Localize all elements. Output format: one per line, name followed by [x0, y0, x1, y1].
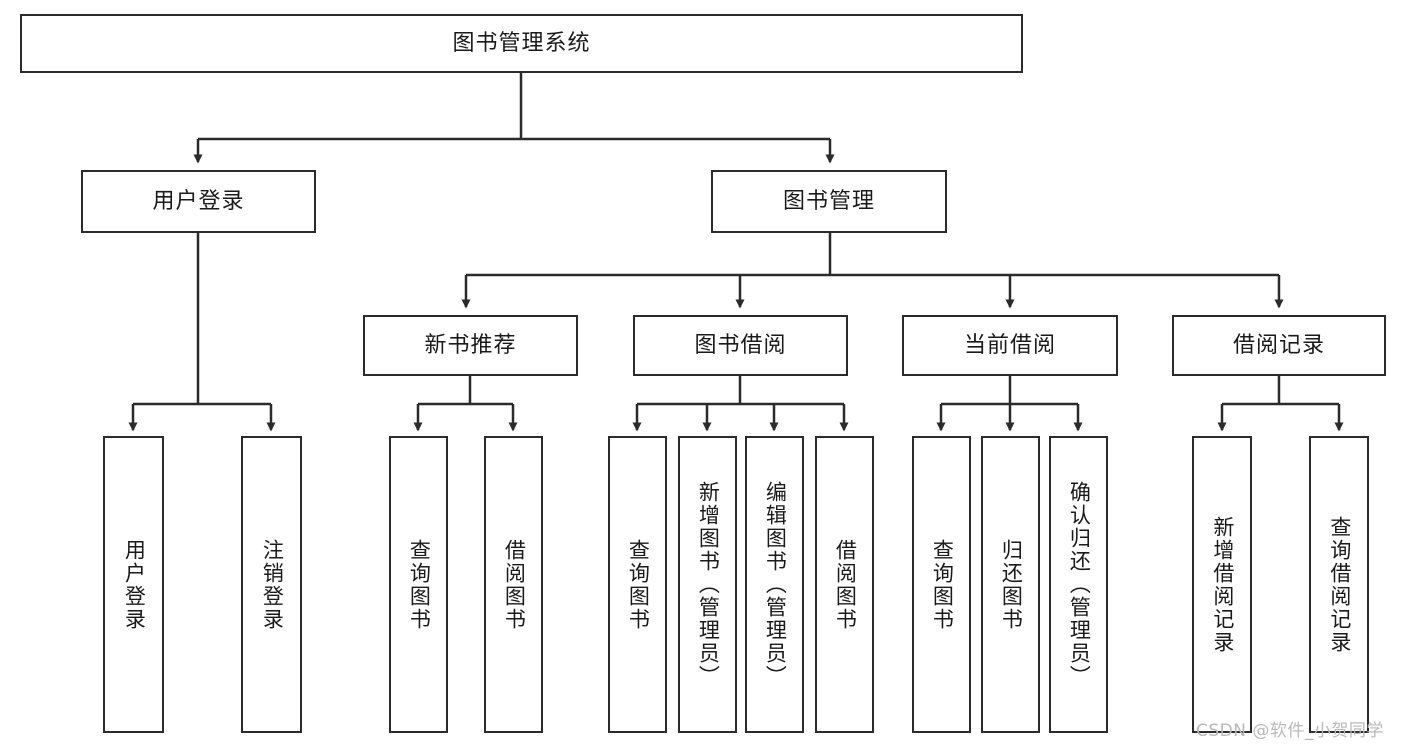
edge-root-to-level2	[193, 73, 835, 164]
node-current-borrow[interactable]: 当前借阅	[902, 315, 1118, 376]
node-label: 归还图书	[999, 538, 1024, 631]
node-label: 编辑图书（管理员）	[763, 481, 788, 688]
edge-bookborrow-to-leaves	[632, 376, 849, 432]
node-label: 确认归还（管理员）	[1067, 481, 1092, 688]
node-label: 用户登录	[152, 188, 245, 214]
node-borrow-record[interactable]: 借阅记录	[1172, 315, 1386, 376]
node-leaf-query-book-3[interactable]: 查询图书	[912, 436, 971, 733]
node-label: 图书管理系统	[452, 30, 591, 56]
node-label: 注销登录	[260, 538, 285, 631]
node-leaf-borrow-book-1[interactable]: 借阅图书	[484, 436, 543, 733]
node-label: 借阅记录	[1232, 332, 1325, 358]
edge-newbook-to-leaves	[413, 376, 518, 432]
edge-bookmgmt-to-level3	[461, 233, 1284, 309]
node-leaf-logout[interactable]: 注销登录	[241, 436, 302, 733]
node-leaf-query-book-1[interactable]: 查询图书	[389, 436, 448, 733]
node-label: 当前借阅	[963, 332, 1056, 358]
node-book-borrow[interactable]: 图书借阅	[633, 315, 848, 376]
node-label: 查询借阅记录	[1327, 515, 1352, 654]
node-book-management[interactable]: 图书管理	[711, 170, 947, 233]
edge-userlogin-to-leaves	[128, 233, 276, 432]
node-label: 借阅图书	[833, 538, 858, 631]
node-leaf-user-login[interactable]: 用户登录	[103, 436, 164, 733]
node-leaf-query-record[interactable]: 查询借阅记录	[1309, 436, 1369, 733]
node-label: 新书推荐	[424, 332, 517, 358]
node-leaf-add-record[interactable]: 新增借阅记录	[1192, 436, 1252, 733]
node-leaf-edit-book[interactable]: 编辑图书（管理员）	[745, 436, 804, 733]
node-label: 图书借阅	[694, 332, 787, 358]
edge-currentborrow-to-leaves	[936, 376, 1083, 432]
edge-borrowrecord-to-leaves	[1217, 376, 1344, 432]
node-label: 用户登录	[122, 538, 147, 631]
node-label: 借阅图书	[502, 538, 527, 631]
node-book-management-system[interactable]: 图书管理系统	[20, 14, 1023, 73]
node-label: 查询图书	[930, 538, 955, 631]
node-new-book-recommend[interactable]: 新书推荐	[363, 315, 578, 376]
node-leaf-confirm-return[interactable]: 确认归还（管理员）	[1049, 436, 1108, 733]
node-label: 新增借阅记录	[1210, 515, 1235, 654]
node-leaf-add-book[interactable]: 新增图书（管理员）	[678, 436, 737, 733]
node-leaf-return-book[interactable]: 归还图书	[981, 436, 1040, 733]
node-leaf-query-book-2[interactable]: 查询图书	[608, 436, 667, 733]
node-label: 图书管理	[782, 188, 875, 214]
node-label: 新增图书（管理员）	[696, 481, 721, 688]
node-label: 查询图书	[626, 538, 651, 631]
node-user-login[interactable]: 用户登录	[81, 170, 316, 233]
node-leaf-borrow-book-2[interactable]: 借阅图书	[815, 436, 874, 733]
node-label: 查询图书	[407, 538, 432, 631]
